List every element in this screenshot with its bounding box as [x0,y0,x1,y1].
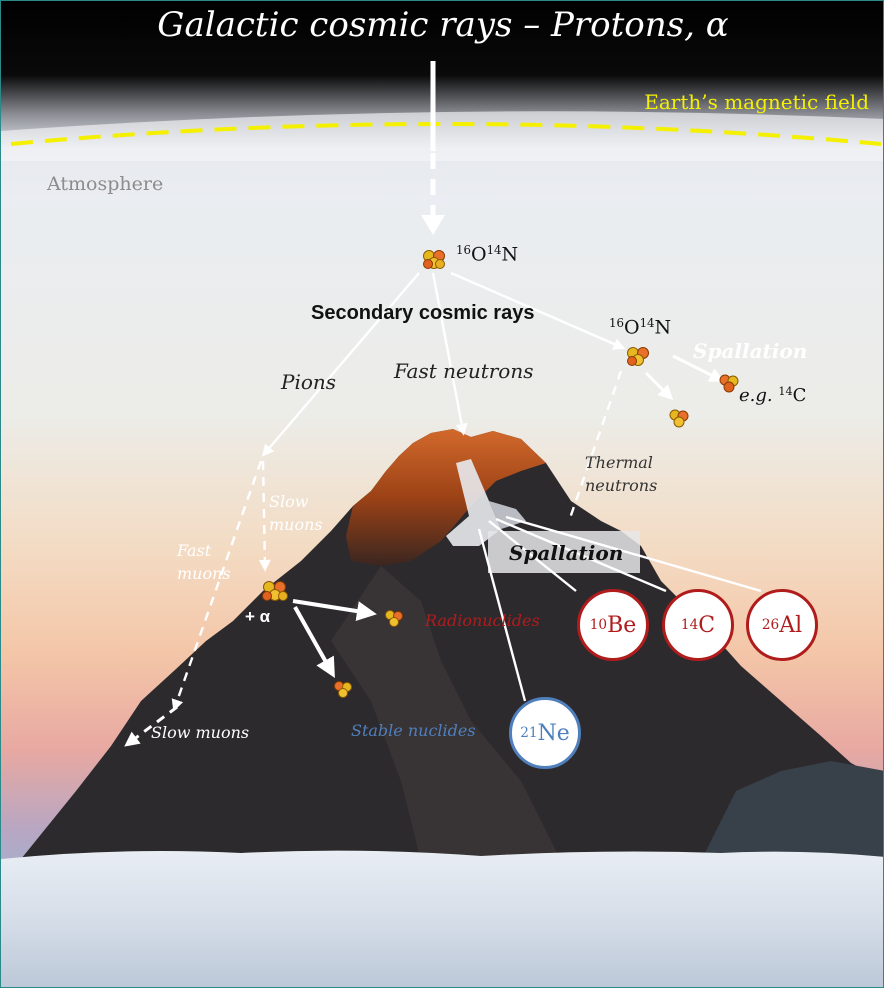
spallation-label-top: Spallation [693,339,808,363]
arrow-al26 [505,515,762,593]
stable-nuclides-label: Stable nuclides [351,721,476,740]
arrow-slow-muons [258,460,271,572]
arrow-secondary-right [450,271,626,350]
nucleus-icon-top [423,250,445,269]
arrow-slow-muons-bottom [124,705,178,747]
magnetic-field-label: Earth’s magnetic field [644,90,869,114]
secondary-cosmic-rays-label: Secondary cosmic rays [311,302,535,324]
arrow-nucleus-fragment [644,371,674,401]
arrow-pions [261,272,420,457]
slow-muons-label: Slow muons [269,492,323,534]
arrow-be10 [488,520,577,592]
radionuclides-label: Radionuclides [425,611,540,630]
example-c14-label: e.g. 14C [739,385,807,407]
cloud-sea [1,850,883,987]
nucleus-spallation-icon [719,374,739,393]
mountain-sunlit-face [346,429,546,566]
atmosphere-band [1,111,883,161]
mountain [21,429,883,871]
arrow-fast-neutrons [431,272,468,436]
arrow-c14 [495,517,667,593]
diagram-title: Galactic cosmic rays – Protons, α [157,5,729,45]
arrow-ne21 [477,528,527,702]
slow-muons-bottom-label: Slow muons [151,723,250,742]
arrow-fast-muons [171,460,263,712]
nucleus-radionuclide-icon [385,610,403,627]
side-ridge [701,761,883,861]
fast-neutrons-label: Fast neutrons [394,359,534,383]
nucleus-fragment-icon [669,409,689,428]
primary-arrowhead [421,215,445,235]
arrow-thermal-neutrons [567,370,623,522]
nucleus-stable-icon [334,681,352,698]
fast-muons-label: Fast muons [177,541,231,583]
arrow-spallation-right [672,354,725,382]
arrow-alpha-radio [292,599,377,622]
atmosphere-label: Atmosphere [47,173,164,195]
nucleus-icon-muon-capture [262,581,288,601]
mountain-shadow-ridge [331,566,561,861]
quartz-crystal [446,459,526,546]
thermal-neutrons-label: Thermal neutrons [585,453,658,495]
arrow-alpha-stable [293,606,335,678]
nucleus-icon-right [627,347,649,366]
spallation-box [488,531,640,573]
pions-label: Pions [281,370,337,394]
nucleus-label-right: 16O14N [609,316,672,339]
nucleus-label-top: 16O14N [456,243,519,266]
spallation-box-label: Spallation [509,541,624,565]
plus-alpha-label: + α [245,607,271,626]
